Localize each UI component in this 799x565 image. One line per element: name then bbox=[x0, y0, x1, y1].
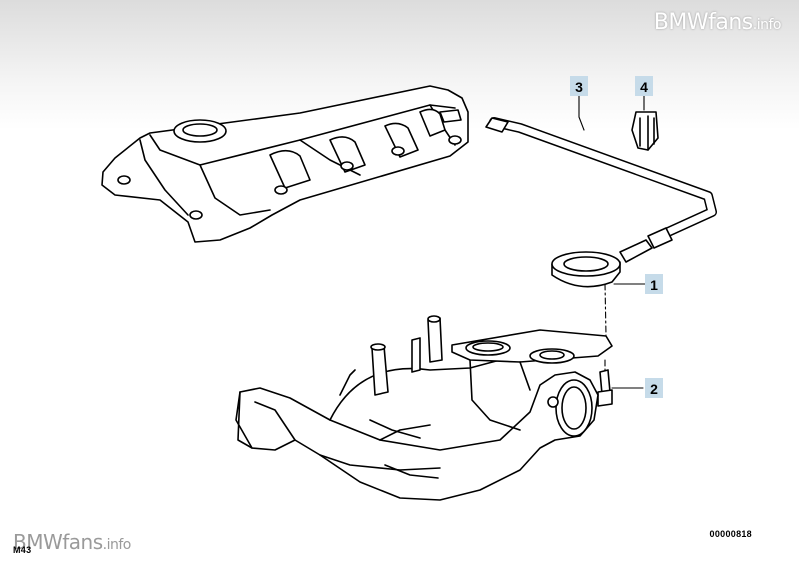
callout-4-label: 4 bbox=[640, 79, 648, 95]
model-code: M43 bbox=[13, 545, 32, 555]
callout-2-label: 2 bbox=[650, 381, 658, 397]
callout-3-label: 3 bbox=[575, 79, 583, 95]
screw-part-2 bbox=[597, 369, 613, 407]
watermark-suffix: .info bbox=[752, 17, 782, 33]
breather-hose bbox=[485, 117, 717, 263]
callout-1[interactable]: 1 bbox=[645, 274, 663, 294]
leader-lines bbox=[578, 95, 646, 389]
watermark-brand-bottom: BMWfans bbox=[13, 530, 103, 554]
cylinder-head-cover bbox=[101, 85, 469, 243]
gasket-part-1 bbox=[551, 251, 621, 288]
watermark-suffix-bottom: .info bbox=[102, 537, 132, 553]
callout-1-label: 1 bbox=[650, 277, 658, 293]
centerline-1 bbox=[604, 283, 607, 336]
hose-clamp-part-4 bbox=[631, 111, 659, 151]
watermark-top: BMWfans.info bbox=[653, 10, 782, 35]
watermark-brand: BMWfans bbox=[653, 10, 753, 35]
diagram-number: 00000818 bbox=[709, 529, 752, 539]
callout-4[interactable]: 4 bbox=[635, 76, 653, 96]
callout-2[interactable]: 2 bbox=[645, 378, 663, 398]
watermark-bottom: BMWfans.info bbox=[13, 530, 131, 554]
leader-3 bbox=[578, 95, 585, 131]
intake-manifold bbox=[235, 315, 613, 501]
callout-3[interactable]: 3 bbox=[570, 76, 588, 96]
